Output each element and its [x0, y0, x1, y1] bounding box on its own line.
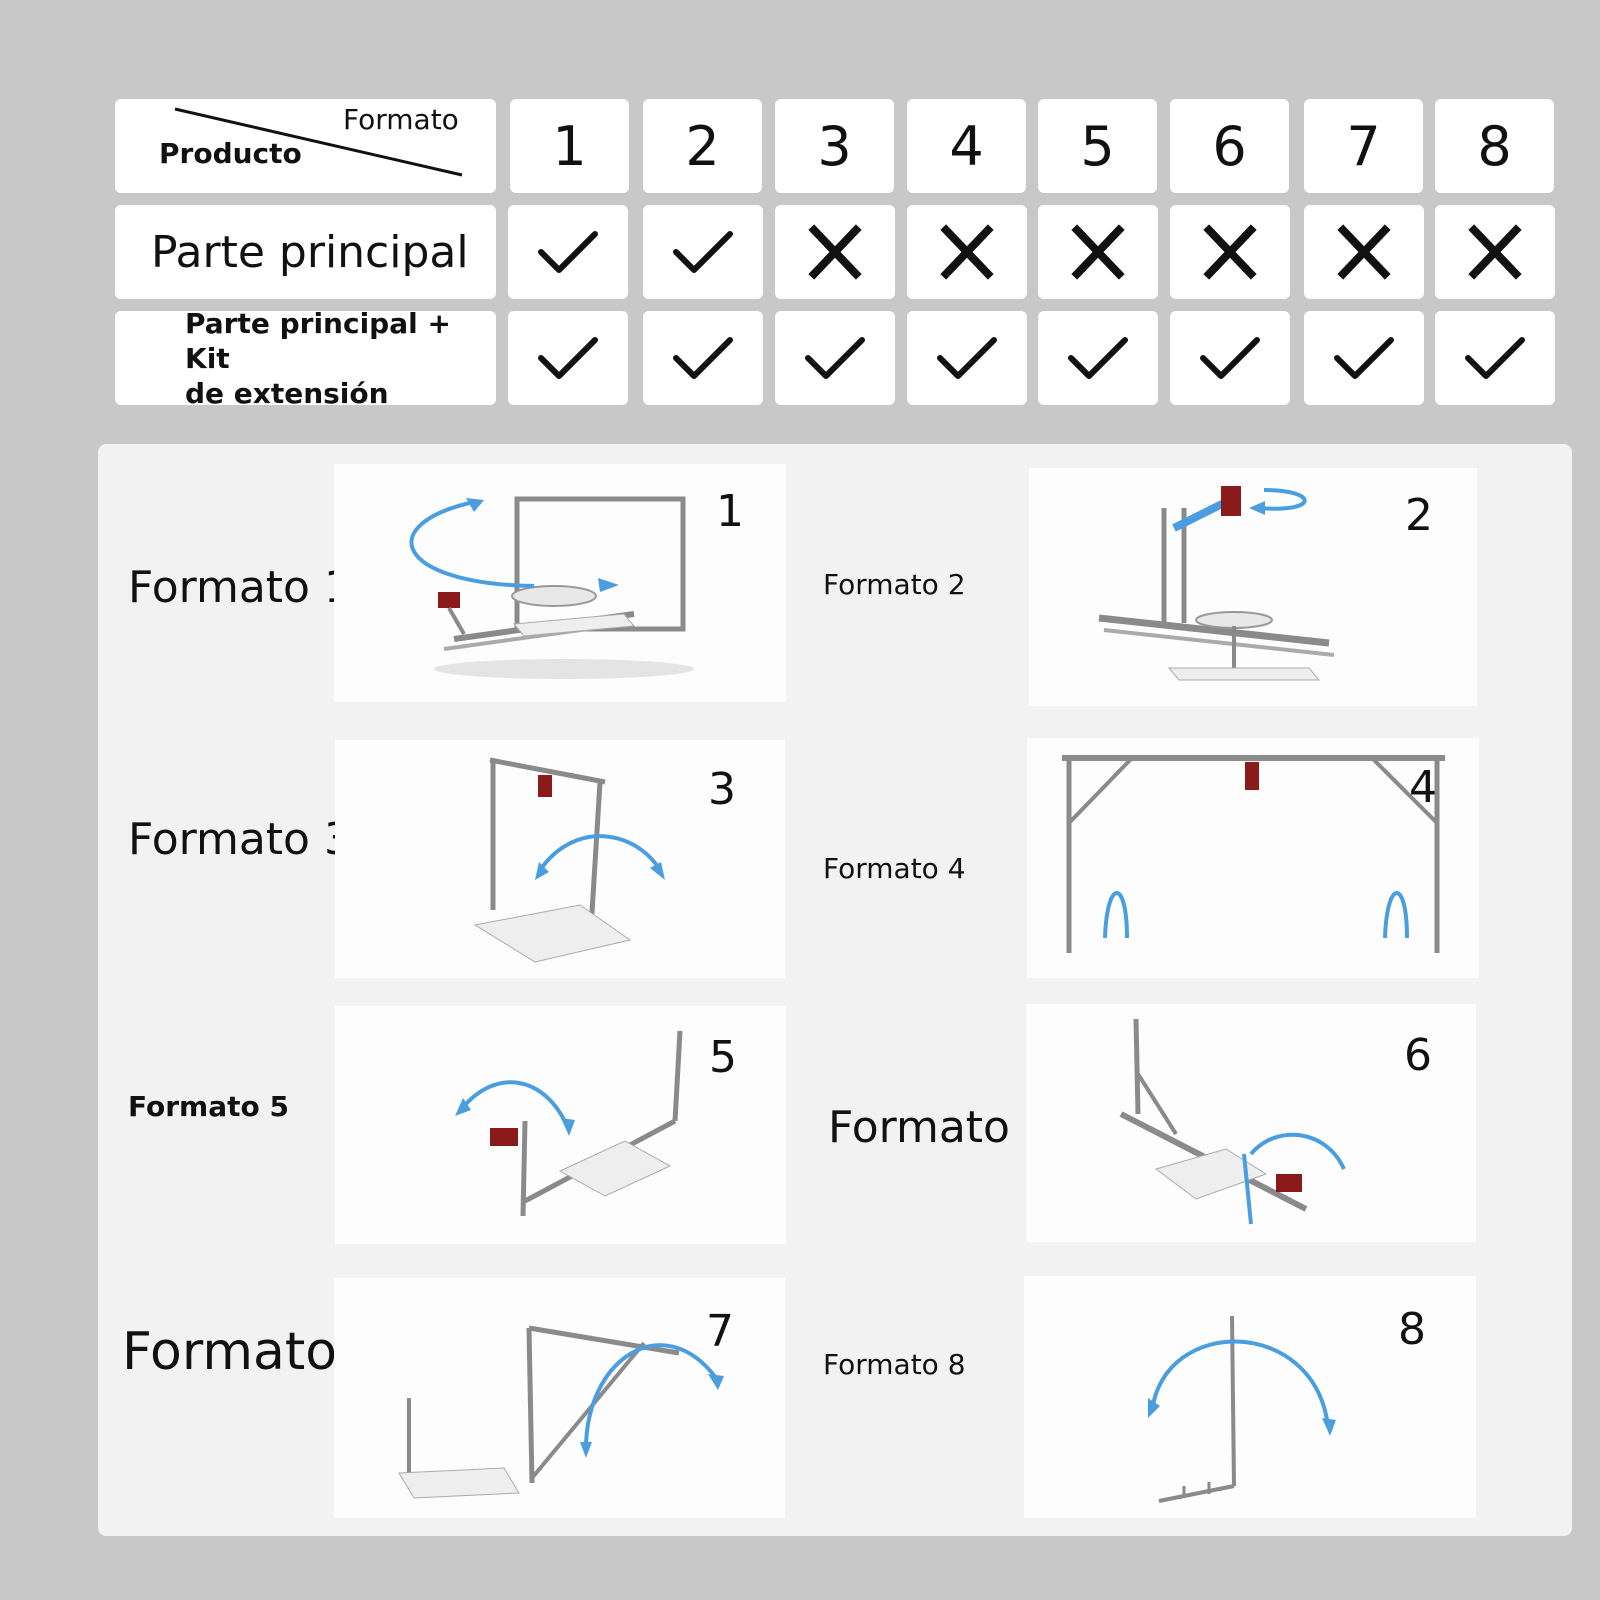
gallows-rig-illustration: 3 — [335, 740, 785, 978]
check-icon — [1038, 311, 1158, 405]
row-label-main: Parte principal — [115, 205, 496, 299]
format-6-label: Formato 6 — [828, 1102, 1052, 1153]
col-header-5: 5 — [1038, 99, 1157, 193]
frame-rig-illustration: 1 — [334, 464, 786, 702]
base-rig-illustration: 6 — [1026, 1004, 1476, 1242]
check-icon — [1170, 311, 1290, 405]
check-icon — [775, 311, 895, 405]
check-icon — [907, 311, 1027, 405]
format-2-number: 2 — [1405, 490, 1433, 541]
corner-formato-label: Formato — [343, 103, 459, 136]
col-header-7: 7 — [1304, 99, 1423, 193]
format-6-number: 6 — [1404, 1030, 1432, 1081]
cross-icon — [1170, 205, 1290, 299]
col-header-4: 4 — [907, 99, 1026, 193]
check-icon — [643, 205, 763, 299]
format-5-number: 5 — [709, 1032, 737, 1083]
col-header-1: 1 — [510, 99, 629, 193]
table-corner-header: Formato Producto — [115, 99, 496, 193]
boom-rig-illustration: 5 — [335, 1006, 786, 1244]
row-label-kit-line1: Parte principal + Kit — [185, 306, 451, 375]
turntable-rig-illustration: 2 — [1029, 468, 1477, 706]
format-4-number: 4 — [1409, 762, 1437, 813]
col-header-2: 2 — [643, 99, 762, 193]
col-header-6: 6 — [1170, 99, 1289, 193]
formats-panel: Formato 1 1 Formato 2 — [98, 444, 1572, 1536]
row-label-main-text: Parte principal — [151, 226, 469, 278]
format-2-label: Formato 2 — [823, 568, 966, 601]
format-4-label: Formato 4 — [823, 852, 966, 885]
format-8-number: 8 — [1398, 1304, 1426, 1355]
check-icon — [1435, 311, 1555, 405]
cross-icon — [1304, 205, 1424, 299]
format-8-label: Formato 8 — [823, 1348, 966, 1381]
format-1-label: Formato 1 — [128, 562, 352, 613]
col-header-3: 3 — [775, 99, 894, 193]
crane-rig-illustration: 7 — [334, 1278, 785, 1518]
cross-icon — [907, 205, 1027, 299]
pole-rig-illustration: 8 — [1024, 1276, 1476, 1518]
col-header-8: 8 — [1435, 99, 1554, 193]
cross-icon — [1038, 205, 1158, 299]
format-3-label: Formato 3 — [128, 814, 352, 865]
check-icon — [643, 311, 763, 405]
format-3-number: 3 — [708, 764, 736, 815]
row-label-kit-line2: de extensión — [185, 376, 389, 410]
cross-icon — [775, 205, 895, 299]
format-5-label: Formato 5 — [128, 1090, 289, 1123]
corner-producto-label: Producto — [159, 137, 302, 170]
cross-icon — [1435, 205, 1555, 299]
check-icon — [1304, 311, 1424, 405]
format-7-number: 7 — [706, 1306, 734, 1357]
gantry-rig-illustration: 4 — [1027, 738, 1479, 978]
format-1-number: 1 — [716, 486, 744, 537]
check-icon — [508, 311, 628, 405]
diagonal-divider — [174, 107, 463, 177]
check-icon — [508, 205, 628, 299]
row-label-kit: Parte principal + Kit de extensión — [115, 307, 496, 410]
